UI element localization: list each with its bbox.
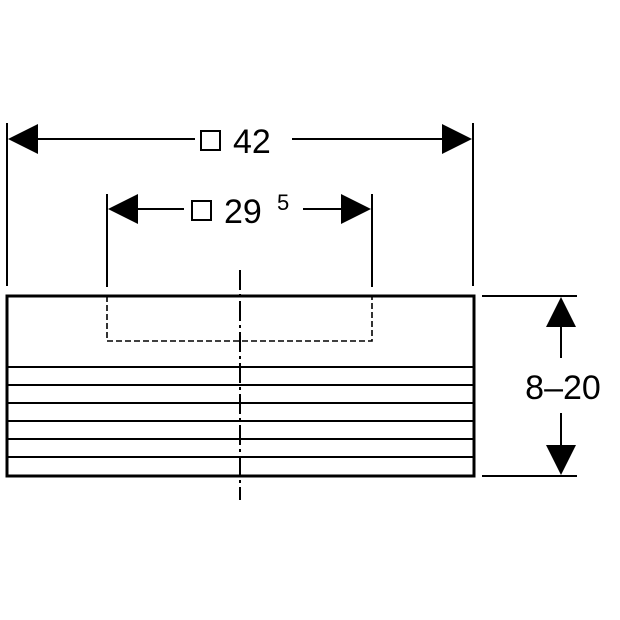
thickness-top-arrowhead xyxy=(546,297,576,327)
thickness-bottom-arrowhead xyxy=(546,445,576,475)
inner-width-superscript: 5 xyxy=(277,190,289,215)
square-symbol-icon xyxy=(191,200,212,221)
outer-left-arrowhead xyxy=(8,124,38,154)
inner-width-dimension: 29 5 xyxy=(106,190,373,287)
outer-width-dimension: 42 xyxy=(6,123,474,286)
hidden-recess-outline xyxy=(106,296,373,342)
inner-left-arrowhead xyxy=(108,194,138,224)
square-symbol-icon xyxy=(200,130,221,151)
panel-body xyxy=(5,270,476,500)
inner-right-arrowhead xyxy=(341,194,371,224)
thickness-range-value: 8–20 xyxy=(525,369,601,407)
inner-width-value: 29 xyxy=(224,193,262,231)
thickness-dimension: 8–20 xyxy=(482,295,601,477)
outer-right-arrowhead xyxy=(442,124,472,154)
outer-width-value: 42 xyxy=(233,123,271,161)
